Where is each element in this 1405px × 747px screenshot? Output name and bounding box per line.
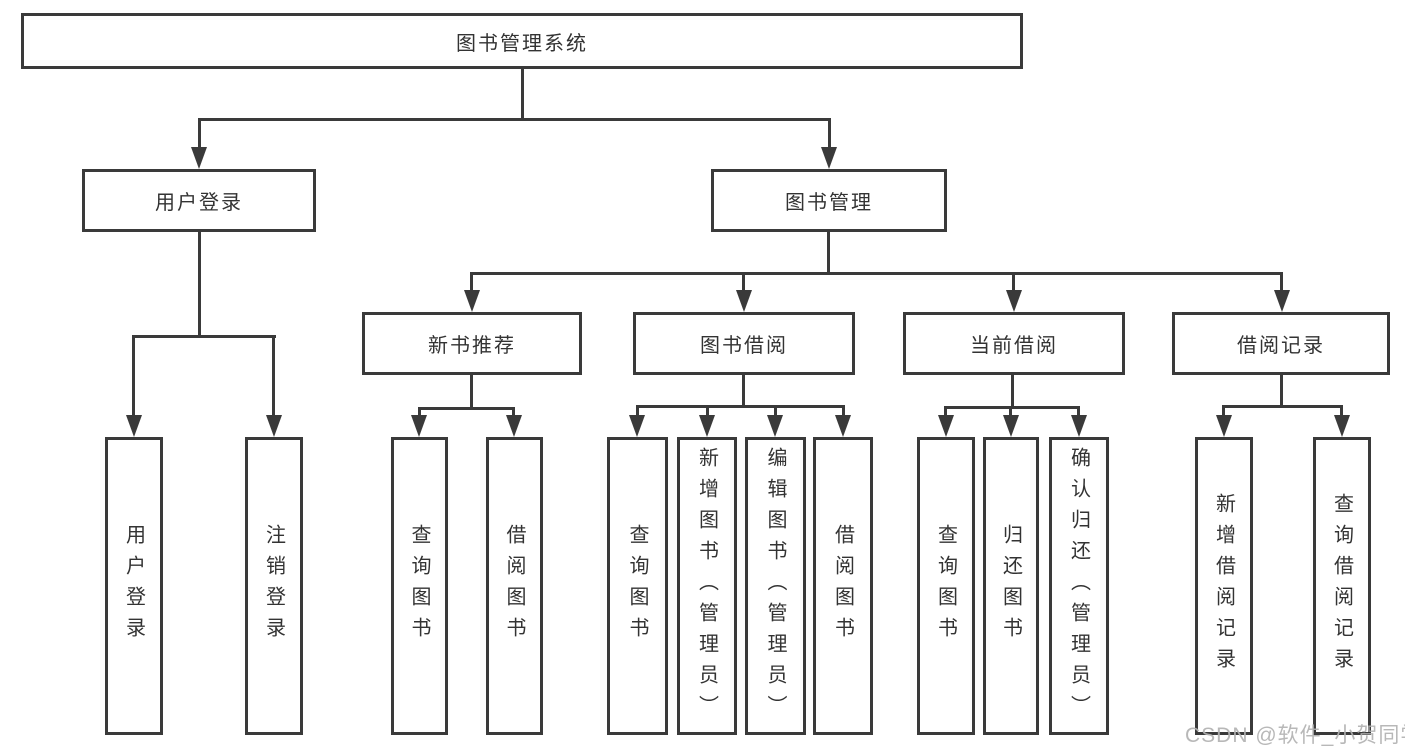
connector-line [133,335,276,338]
arrowhead-down-icon [464,290,480,312]
leaf-query-borrow-record: 查询借阅记录 [1313,437,1371,735]
connector-line [1222,405,1343,408]
connector-line [1280,272,1283,292]
connector-line [1009,406,1012,417]
connector-line [521,67,524,118]
arrowhead-down-icon [767,415,783,437]
node-library-management-system: 图书管理系统 [21,13,1023,69]
connector-line [1012,272,1015,292]
connector-line [470,375,473,407]
arrowhead-down-icon [1334,415,1350,437]
arrowhead-down-icon [736,290,752,312]
connector-line [828,118,831,149]
node-book-borrowing: 图书借阅 [633,312,855,375]
leaf-add-books-admin: 新增图书（管理员） [677,437,737,735]
connector-line [1340,405,1343,417]
connector-line [198,232,201,335]
arrowhead-down-icon [1216,415,1232,437]
leaf-query-books-current: 查询图书 [917,437,975,735]
connector-line [842,405,845,417]
arrowhead-down-icon [1006,290,1022,312]
connector-line [1222,405,1225,417]
connector-line [944,406,947,417]
connector-line [198,118,201,149]
connector-line [827,232,830,272]
leaf-query-books-borrow: 查询图书 [607,437,668,735]
leaf-user-login: 用户登录 [105,437,163,735]
arrowhead-down-icon [1003,415,1019,437]
arrowhead-down-icon [821,147,837,169]
arrowhead-down-icon [699,415,715,437]
leaf-logout: 注销登录 [245,437,303,735]
arrowhead-down-icon [411,415,427,437]
arrowhead-down-icon [126,415,142,437]
connector-line [198,118,831,121]
connector-line [272,335,275,416]
arrowhead-down-icon [1071,415,1087,437]
leaf-add-borrow-record: 新增借阅记录 [1195,437,1253,735]
arrowhead-down-icon [191,147,207,169]
leaf-return-books: 归还图书 [983,437,1039,735]
arrowhead-down-icon [835,415,851,437]
connector-line [1280,375,1283,405]
leaf-borrow-books-recommend: 借阅图书 [486,437,543,735]
leaf-edit-books-admin: 编辑图书（管理员） [745,437,806,735]
csdn-watermark: CSDN @软件_小贺同学 [1185,724,1405,747]
connector-line [706,405,709,417]
leaf-query-books-recommend: 查询图书 [391,437,448,735]
connector-line [1011,375,1014,406]
node-current-borrowing: 当前借阅 [903,312,1125,375]
leaf-confirm-return-admin: 确认归还（管理员） [1049,437,1109,735]
arrowhead-down-icon [506,415,522,437]
connector-line [418,407,421,417]
node-new-book-recommendation: 新书推荐 [362,312,582,375]
leaf-borrow-books: 借阅图书 [813,437,873,735]
connector-line [742,375,745,405]
arrowhead-down-icon [938,415,954,437]
connector-line [774,405,777,417]
arrowhead-down-icon [629,415,645,437]
connector-line [418,407,515,410]
node-borrowing-records: 借阅记录 [1172,312,1390,375]
arrowhead-down-icon [266,415,282,437]
node-user-login: 用户登录 [82,169,316,232]
connector-line [944,406,1080,409]
connector-line [636,405,845,408]
connector-line [132,335,135,416]
connector-line [470,272,473,292]
arrowhead-down-icon [1274,290,1290,312]
connector-line [512,407,515,417]
connector-line [742,272,745,292]
connector-line [470,272,1283,275]
connector-line [1077,406,1080,417]
connector-line [636,405,639,417]
node-book-management: 图书管理 [711,169,947,232]
